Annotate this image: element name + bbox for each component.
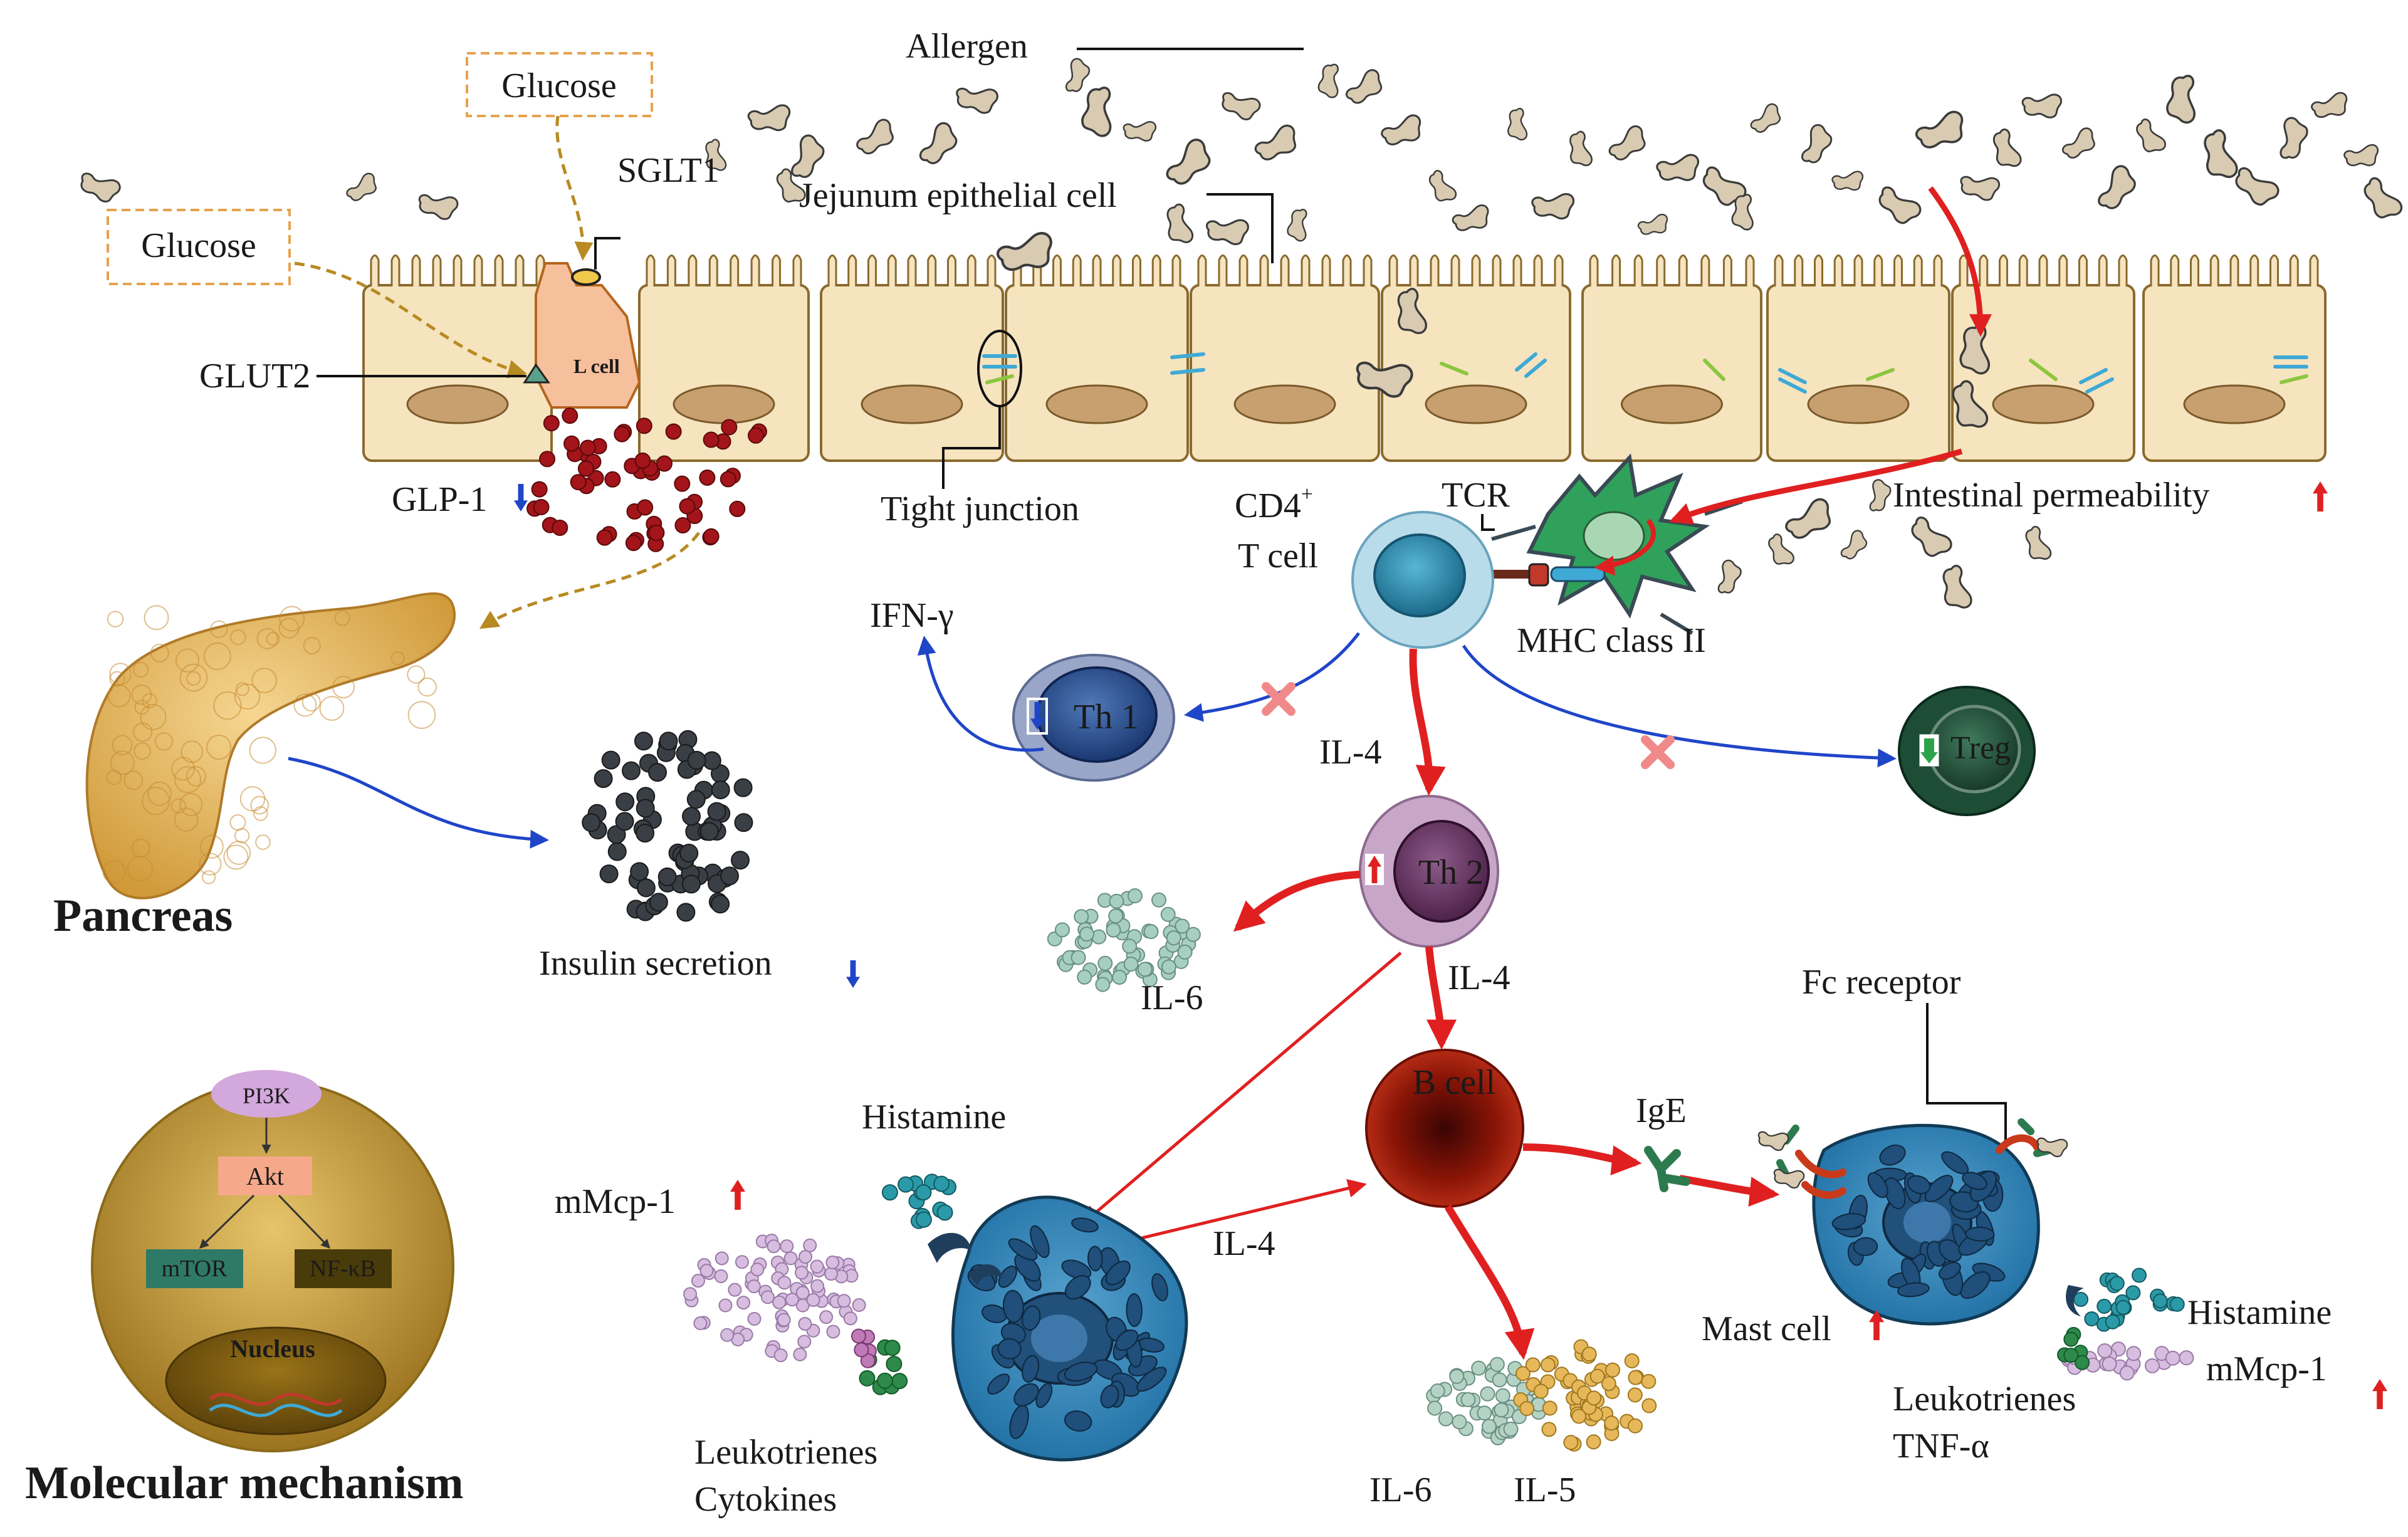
tnf-alpha-label: TNF-α: [1893, 1427, 1989, 1466]
svg-text:Treg: Treg: [1950, 730, 2011, 766]
epithelial-cell: [1581, 254, 1762, 462]
sglt1-label: SGLT1: [617, 151, 720, 190]
akt-node: [218, 1157, 312, 1195]
glut2-label: GLUT2: [199, 357, 310, 396]
molecular-mechanism-label: Molecular mechanism: [25, 1457, 463, 1509]
il6-label-2: IL-6: [1369, 1471, 1432, 1509]
epithelial-cell: [1381, 254, 1571, 462]
jejunum-epithelium: [362, 254, 2327, 462]
epithelial-cell: [1951, 254, 2135, 462]
mast-cell-left: [928, 1195, 1188, 1462]
insulin-label: Insulin secretion: [539, 944, 772, 983]
svg-text:PI3K: PI3K: [243, 1083, 290, 1108]
epithelial-cell: [1766, 254, 1950, 462]
glucose-flow-arrows: [294, 115, 701, 629]
differentiation-arrows: [288, 186, 1992, 1360]
glp1-granules: [526, 407, 767, 552]
svg-text:Glucose: Glucose: [141, 226, 256, 265]
b-cell: B cell: [1365, 1049, 1524, 1208]
mmcp1-left-up-arrow-icon: [730, 1180, 745, 1210]
svg-text:B cell: B cell: [1413, 1063, 1495, 1102]
svg-text:Th 2: Th 2: [1418, 853, 1484, 892]
th2-cell: Th 2: [1359, 795, 1499, 948]
glp1-label: GLP-1: [392, 480, 487, 519]
epithelial-cell: [1190, 254, 1380, 462]
mmcp1-right-up-arrow-icon: [2372, 1379, 2387, 1409]
svg-text:NF-κB: NF-κB: [310, 1256, 376, 1282]
pi3k-node: [211, 1070, 322, 1118]
epithelial-cell: [638, 254, 810, 462]
glut2-transporter: [523, 363, 550, 384]
sglt1-transporter: [571, 268, 601, 286]
jejunum-cell-label: Jejunum epithelial cell: [799, 176, 1117, 215]
ifn-gamma-label: IFN-γ: [870, 596, 954, 635]
cd4-label: CD4+: [1235, 483, 1313, 525]
treg-cell: Treg: [1898, 686, 2036, 816]
mmcp1-left-label: mMcp-1: [555, 1182, 676, 1221]
l-cell: L cell: [523, 262, 641, 409]
epithelial-cell: [1005, 254, 1189, 462]
leader-lines: [317, 48, 2007, 1160]
il6-label-1: IL-6: [1141, 978, 1203, 1017]
th1-cell: Th 1: [1012, 654, 1175, 782]
tight-junction-label: Tight junction: [881, 490, 1079, 528]
insulin-down-arrow-icon: [846, 960, 860, 988]
pancreas-label: Pancreas: [53, 890, 233, 942]
pancreas-organ: [85, 592, 456, 900]
cytokine-dot-clusters: [582, 730, 2194, 1452]
permeability-up-arrow-icon: [2313, 481, 2328, 511]
svg-text:mTOR: mTOR: [162, 1256, 228, 1282]
glucose-box-left: Glucose: [107, 209, 291, 285]
svg-text:Akt: Akt: [246, 1162, 284, 1190]
fc-receptor-label: Fc receptor: [1802, 963, 1961, 1002]
ige-antibody: [1644, 1146, 1690, 1192]
glucose-box-top: Glucose: [466, 52, 653, 117]
epithelial-cell: [2142, 254, 2327, 462]
leukotrienes-left-label: Leukotrienes: [694, 1433, 877, 1472]
il4-label-2: IL-4: [1448, 958, 1510, 997]
mtor-node: [146, 1249, 243, 1288]
mast-cell-right: [1757, 1118, 2084, 1326]
treg-down-arrow-icon: [1920, 738, 1938, 763]
t-cell-label: T cell: [1238, 537, 1318, 575]
fc-receptors: [1776, 1118, 2053, 1199]
dendritic-cell: [1491, 453, 1743, 635]
histamine-right-label: Histamine: [2187, 1293, 2332, 1332]
nfkb-node: [295, 1249, 392, 1288]
svg-text:Nucleus: Nucleus: [230, 1335, 315, 1363]
cross-block-icon: [1262, 682, 1675, 769]
il4-label-3: IL-4: [1213, 1224, 1275, 1263]
cytokines-label: Cytokines: [694, 1480, 837, 1519]
mast-cell-left-receptor: [928, 1232, 971, 1263]
mast-cell-right-granules: [1831, 1144, 2006, 1299]
mhc-label: MHC class II: [1517, 621, 1706, 660]
l-cell-label: L cell: [573, 355, 620, 377]
epithelial-cell: [820, 254, 1004, 462]
mast-cell-left-granules: [967, 1217, 1168, 1439]
tcr-label: TCR: [1442, 476, 1510, 515]
svg-text:Glucose: Glucose: [501, 66, 617, 105]
histamine-left-label: Histamine: [862, 1098, 1006, 1136]
cd4-t-cell: [1351, 511, 1494, 649]
allergen-label: Allergen: [906, 27, 1028, 66]
molecular-mechanism-cell: PI3K Akt mTOR NF-κB Nucleus: [91, 1070, 454, 1452]
il4-label-1: IL-4: [1319, 733, 1382, 772]
leukotrienes-right-label: Leukotrienes: [1893, 1380, 2076, 1419]
svg-text:Th 1: Th 1: [1074, 698, 1139, 737]
glp1-down-arrow-icon: [514, 484, 528, 511]
epithelial-cell: [362, 254, 553, 462]
il5-label: IL-5: [1514, 1471, 1576, 1509]
intestinal-permeability-label: Intestinal permeability: [1893, 476, 2209, 515]
mmcp1-right-label: mMcp-1: [2206, 1350, 2327, 1388]
mast-cell-label: Mast cell: [1702, 1309, 1831, 1348]
text-labels: Allergen SGLT1 Jejunum epithelial cell G…: [25, 27, 2387, 1519]
ige-label: IgE: [1636, 1091, 1687, 1130]
